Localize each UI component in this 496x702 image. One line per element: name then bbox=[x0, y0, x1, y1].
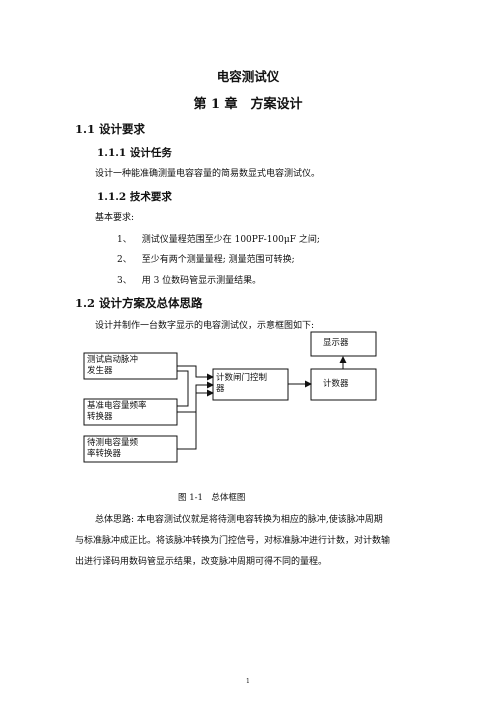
figure-caption: 图 1-1 总体框图 bbox=[178, 493, 246, 503]
requirement-number: 2、 bbox=[117, 255, 132, 265]
requirement-text: 用 3 位数码管显示测量结果。 bbox=[141, 276, 262, 286]
connector-line bbox=[177, 370, 189, 407]
section-1-1-heading: 1.1 设计要求 bbox=[75, 122, 146, 136]
pulse-generator-label: 测试启动脉冲 发生器 bbox=[87, 355, 138, 377]
page-number: 1 bbox=[246, 678, 250, 685]
requirement-text: 至少有两个测量量程; 测量范围可转换; bbox=[141, 255, 295, 265]
test-converter-label: 待测电容量频 率转换器 bbox=[87, 438, 138, 460]
body-paragraph-line: 与标准脉冲成正比。将该脉冲转换为门控信号，对标准脉冲进行计数，对计数输 bbox=[75, 536, 391, 546]
requirement-item: 3、用 3 位数码管显示测量结果。 bbox=[117, 273, 261, 286]
label-line: 率转换器 bbox=[87, 449, 122, 459]
requirement-number: 1、 bbox=[117, 235, 132, 245]
intro-text: 设计并制作一台数字显示的电容测试仪，示意框图如下: bbox=[95, 321, 315, 331]
section-1-1-2-heading: 1.1.2 技术要求 bbox=[97, 191, 172, 203]
chapter-heading: 第 1 章 方案设计 bbox=[193, 97, 303, 112]
connector-line bbox=[177, 381, 214, 413]
display-label: 显示器 bbox=[323, 338, 349, 348]
label-line: 待测电容量频 bbox=[87, 438, 139, 448]
label-line: 器 bbox=[216, 384, 225, 394]
requirement-text: 测试仪量程范围至少在 100PF-100μF 之间; bbox=[141, 235, 320, 245]
body-paragraph-line: 出进行译码用数码管显示结果，改变脉冲周期可得不同的量程。 bbox=[75, 557, 328, 567]
section-1-2-heading: 1.2 设计方案及总体思路 bbox=[75, 296, 203, 310]
body-paragraph-line: 总体思路: 本电容测试仪就是将待测电容转换为相应的脉冲,使该脉冲周期 bbox=[95, 515, 383, 525]
label-line: 计数闸门控制 bbox=[216, 373, 268, 383]
connector-line bbox=[177, 365, 214, 381]
requirement-item: 1、测试仪量程范围至少在 100PF-100μF 之间; bbox=[117, 232, 320, 245]
label-line: 发生器 bbox=[87, 366, 113, 376]
basic-requirement-label: 基本要求: bbox=[95, 213, 135, 223]
gate-control-label: 计数闸门控制 器 bbox=[216, 373, 267, 395]
requirement-item: 2、至少有两个测量量程; 测量范围可转换; bbox=[117, 252, 295, 265]
connector-line bbox=[177, 389, 214, 450]
standard-converter-label: 基准电容量频率 转换器 bbox=[87, 401, 147, 423]
label-line: 基准电容量频率 bbox=[87, 401, 147, 411]
counter-label: 计数器 bbox=[323, 379, 349, 389]
label-line: 转换器 bbox=[87, 412, 113, 422]
document-title: 电容测试仪 bbox=[216, 69, 280, 84]
label-line: 测试启动脉冲 bbox=[87, 355, 139, 365]
requirement-number: 3、 bbox=[117, 276, 132, 286]
task-text: 设计一种能准确测量电容容量的简易数显式电容测试仪。 bbox=[95, 169, 321, 179]
section-1-1-1-heading: 1.1.1 设计任务 bbox=[97, 147, 172, 159]
